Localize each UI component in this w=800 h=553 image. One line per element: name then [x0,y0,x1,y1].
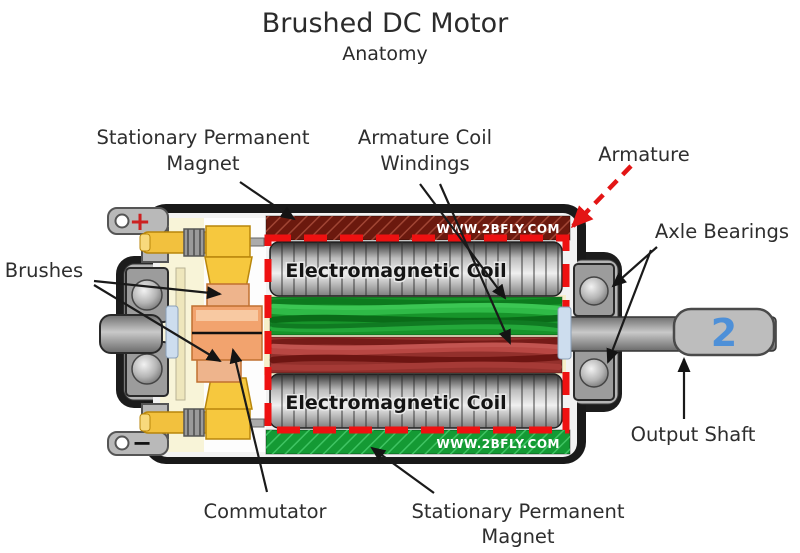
armature-winding-green [269,296,563,336]
watermark-top: WWW.2BFLY.COM [437,222,560,236]
leader-stationary-magnet-top [239,181,296,221]
watermark-bottom: WWW.2BFLY.COM [437,437,560,451]
label-stationary-magnet-bottom: Stationary Permanent Magnet [411,500,624,548]
shaft-end-cap [672,307,776,357]
bearing-ball [579,358,609,388]
label-brushes: Brushes [5,259,83,282]
right-axle-bearings [573,263,615,401]
output-shaft: 2 [557,306,777,360]
electromagnetic-coil-top: Electromagnetic Coil [269,241,563,297]
leader-armature-dashed [570,164,633,229]
leader-brush-top [93,279,222,300]
bearing-ball [131,353,163,385]
label-commutator: Commutator [203,500,327,523]
leader-stationary-magnet-bottom [370,446,435,494]
armature-outline-dashed [264,234,570,434]
terminal-hole [114,435,130,451]
leader-axle-bearing-bottom [606,249,653,364]
label-output-shaft: Output Shaft [631,423,756,446]
shaft-stub-left [99,314,163,354]
stationary-magnet-bottom: WWW.2BFLY.COM [265,429,571,455]
label-stationary-magnet-top: Stationary Permanent Magnet [96,126,309,175]
svg-text:Armature Coil: Armature Coil [358,126,492,149]
leader-lines [93,164,691,494]
leader-armature-coil-red [438,183,512,345]
plus-sign: + [129,207,151,237]
svg-text:Stationary Permanent: Stationary Permanent [96,126,309,149]
left-axle-bearings [125,267,169,397]
page-title: Brushed DC Motor [262,8,509,39]
armature-winding-red [269,336,563,374]
svg-text:Magnet: Magnet [481,525,555,548]
bearing-ball [579,276,609,306]
minus-sign: − [132,429,152,457]
shaft-washer-right [557,306,572,360]
shaft-logo: 2 [711,311,737,355]
leader-commutator [229,348,269,493]
leader-armature-coil-green [419,183,507,300]
brush-spring [183,228,205,257]
coil-label-bottom: Electromagnetic Coil [285,392,506,414]
svg-text:Magnet: Magnet [166,152,240,175]
commutator-highlight [196,310,258,321]
coil-label-top: Electromagnetic Coil [285,260,506,282]
svg-text:Windings: Windings [380,152,469,175]
label-armature-coil-windings: Armature Coil Windings [358,126,492,175]
electromagnetic-coil-bottom: Electromagnetic Coil [269,373,563,429]
commutator [191,305,263,361]
terminal-hole [114,213,130,229]
label-axle-bearings: Axle Bearings [655,220,789,243]
svg-text:Stationary Permanent: Stationary Permanent [411,500,624,523]
brush-spring [183,408,205,437]
label-armature: Armature [598,143,690,166]
leader-brush-bottom [93,284,222,363]
page-subtitle: Anatomy [342,43,428,65]
